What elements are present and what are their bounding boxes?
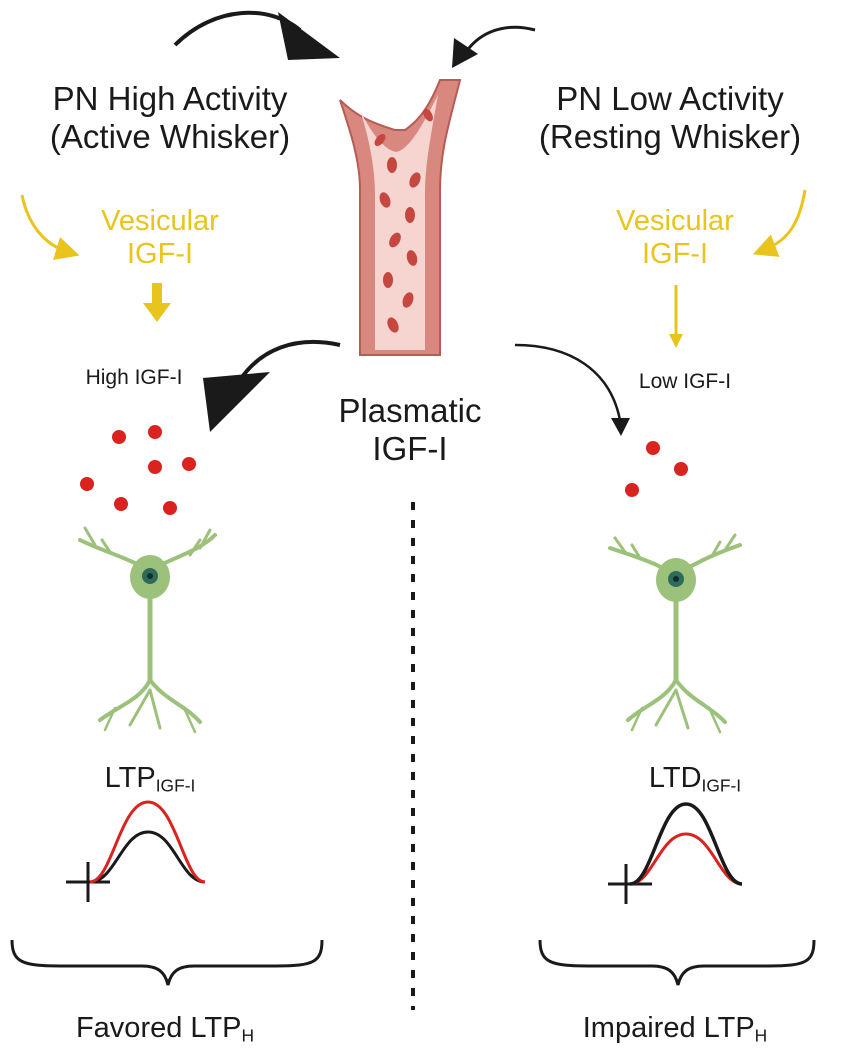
neuron-left bbox=[78, 526, 217, 734]
left-vesicular-line2: IGF-I bbox=[126, 238, 194, 271]
right-title: PN Low Activity (Resting Whisker) bbox=[505, 80, 835, 156]
left-title-line1: PN High Activity bbox=[52, 80, 288, 117]
yellow-arrow-left-down bbox=[143, 283, 171, 322]
yellow-arrow-right-down bbox=[669, 285, 683, 348]
yellow-arrow-right-curve bbox=[752, 189, 807, 257]
left-outcome-sub: H bbox=[241, 1025, 255, 1046]
arrow-vessel-to-right bbox=[514, 343, 630, 436]
ltp-curve-plot bbox=[66, 800, 206, 902]
arrow-vessel-to-left bbox=[203, 339, 341, 432]
left-outcome-main: Favored LTP bbox=[75, 1012, 242, 1044]
left-vesicular-label: Vesicular IGF-I bbox=[80, 205, 240, 272]
right-vesicular-line1: Vesicular bbox=[616, 205, 734, 237]
arrow-right-to-vessel bbox=[452, 25, 536, 68]
igf-dots-low bbox=[625, 441, 688, 497]
right-title-line2: (Resting Whisker) bbox=[538, 117, 802, 155]
neuron-right bbox=[608, 533, 742, 734]
ltd-label-sub: IGF-I bbox=[701, 775, 742, 796]
left-title-line2: (Active Whisker) bbox=[49, 117, 291, 155]
blood-vessel bbox=[339, 79, 462, 356]
ltd-curve-plot bbox=[608, 802, 743, 904]
right-level-label: Low IGF-I bbox=[638, 370, 732, 393]
right-vesicular-label: Vesicular IGF-I bbox=[595, 205, 755, 272]
brace-right bbox=[538, 939, 816, 986]
brace-left bbox=[10, 939, 324, 986]
ltp-label-main: LTP bbox=[104, 762, 156, 794]
plasmatic-line1: Plasmatic bbox=[338, 392, 482, 429]
yellow-arrow-left-curve bbox=[20, 194, 80, 260]
ltd-label: LTDIGF-I bbox=[605, 762, 785, 795]
plasmatic-label: Plasmatic IGF-I bbox=[300, 392, 520, 468]
right-outcome: Impaired LTPH bbox=[530, 1012, 820, 1045]
right-title-line1: PN Low Activity bbox=[556, 80, 784, 117]
igf-dots-high bbox=[80, 425, 196, 515]
left-outcome: Favored LTPH bbox=[20, 1012, 310, 1045]
left-title: PN High Activity (Active Whisker) bbox=[20, 80, 320, 156]
ltp-label: LTPIGF-I bbox=[60, 762, 240, 795]
ltp-label-sub: IGF-I bbox=[155, 775, 196, 796]
right-outcome-main: Impaired LTP bbox=[582, 1012, 755, 1044]
arrow-left-to-vessel bbox=[173, 10, 340, 60]
right-outcome-sub: H bbox=[754, 1025, 768, 1046]
left-vesicular-line1: Vesicular bbox=[101, 205, 219, 237]
ltd-label-main: LTD bbox=[648, 762, 702, 794]
plasmatic-line2: IGF-I bbox=[372, 429, 448, 467]
right-vesicular-line2: IGF-I bbox=[641, 238, 709, 271]
left-level-label: High IGF-I bbox=[85, 366, 183, 389]
